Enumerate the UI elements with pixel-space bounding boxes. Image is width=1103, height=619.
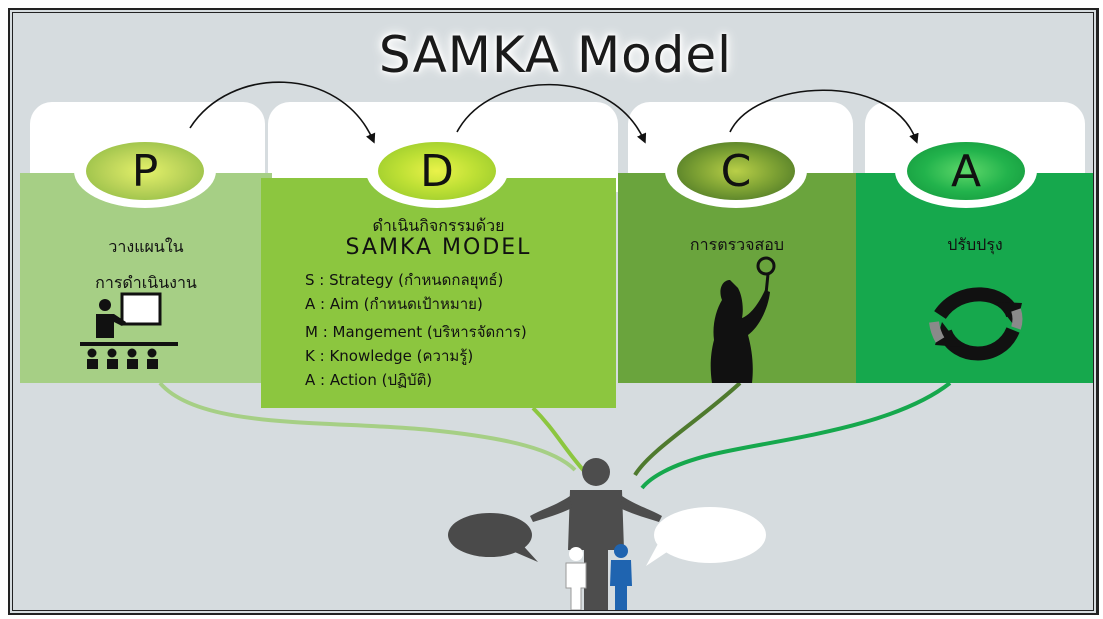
samka-item-a: A : Aim (กำหนดเป้าหมาย) [305, 295, 483, 313]
recycle-arrows-icon [929, 287, 1023, 361]
samka-item-m: M : Mangement (บริหารจัดการ) [305, 323, 527, 341]
check-text: การตรวจสอบ [618, 230, 856, 260]
magnifier-silhouette-icon [710, 256, 776, 383]
samka-item-s: S : Strategy (กำหนดกลยุทธ์) [305, 271, 504, 289]
diagram-frame: SAMKA Model P D C A วางแผนใน การดำเนินงา… [8, 8, 1099, 615]
samka-item-text: Aim (กำหนดเป้าหมาย) [329, 295, 483, 313]
samka-item-list: S : Strategy (กำหนดกลยุทธ์) A : Aim (กำห… [261, 264, 616, 404]
connector-do [531, 406, 587, 474]
arrow-c-to-a [729, 89, 919, 144]
samka-item-text: Strategy (กำหนดกลยุทธ์) [329, 271, 504, 289]
letter-a: A [907, 142, 1025, 200]
plan-text: วางแผนใน การดำเนินงาน [20, 232, 272, 298]
plan-text-line-2: การดำเนินงาน [95, 273, 197, 292]
circle-d: D [366, 134, 508, 208]
circle-p: P [74, 134, 216, 208]
diagram-title: SAMKA Model [378, 26, 733, 84]
samka-item-text: Mangement (บริหารจัดการ) [332, 323, 527, 341]
speech-bubble-icon-right [646, 507, 766, 566]
arrow-p-to-d [189, 81, 376, 144]
do-text-line-1: ดำเนินกิจกรรมด้วย [372, 216, 505, 235]
samka-item-k: K : Knowledge (ความรู้) [305, 347, 474, 365]
letter-d: D [378, 142, 496, 200]
samka-model-heading: SAMKA MODEL [345, 235, 532, 260]
samka-item-a2: A : Action (ปฏิบัติ) [305, 371, 433, 389]
connector-act [640, 381, 952, 490]
teacher-audience-icon [80, 292, 178, 369]
diagram-graphics [80, 81, 1023, 611]
letter-c: C [677, 142, 795, 200]
panel-plan [20, 173, 272, 383]
arrow-d-to-c [456, 83, 647, 144]
samka-item-key: K [305, 347, 315, 365]
samka-item-text: Knowledge (ความรู้) [329, 347, 474, 365]
do-text: ดำเนินกิจกรรมด้วย SAMKA MODEL [261, 215, 616, 259]
samka-item-text: Action (ปฏิบัติ) [329, 371, 433, 389]
connector-check [633, 381, 742, 477]
samka-item-key: M [305, 323, 318, 341]
panel-do [261, 178, 616, 408]
act-text: ปรับปรุง [856, 230, 1094, 260]
team-leader-people-icon [530, 458, 662, 611]
speech-bubble-icon [448, 513, 538, 562]
circle-c: C [665, 134, 807, 208]
act-text-line-1: ปรับปรุง [947, 235, 1003, 254]
samka-item-key: A [305, 371, 316, 389]
letter-p: P [86, 142, 204, 200]
samka-item-key: A [305, 295, 316, 313]
plan-text-line-1: วางแผนใน [108, 237, 184, 256]
check-text-line-1: การตรวจสอบ [689, 235, 785, 254]
samka-item-key: S [305, 271, 315, 289]
circle-a: A [895, 134, 1037, 208]
connector-plan [158, 381, 577, 472]
